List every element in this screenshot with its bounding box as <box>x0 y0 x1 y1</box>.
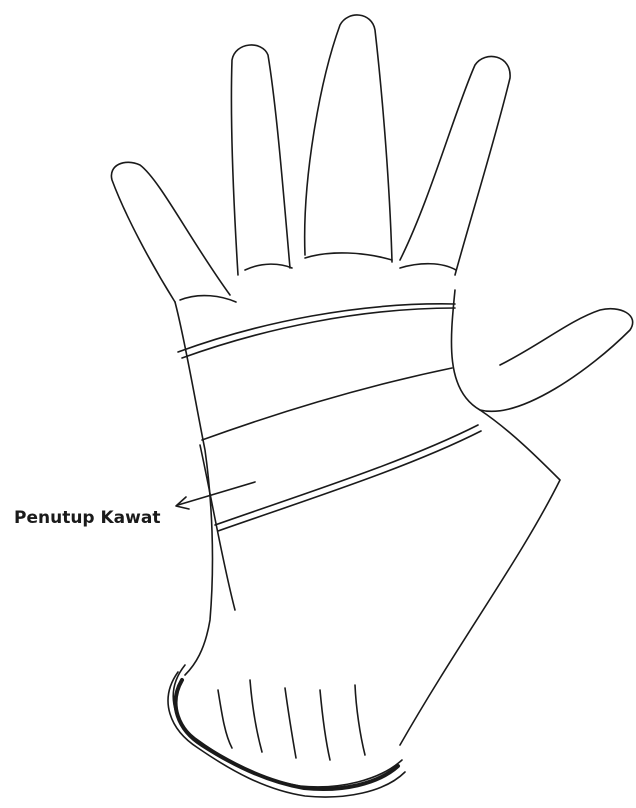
palm-right-edge <box>400 410 560 745</box>
thumb <box>451 290 632 411</box>
cuff-rim-outer <box>173 665 402 787</box>
index-finger <box>400 56 510 275</box>
cuff-gather-1 <box>218 690 232 748</box>
wire-cover-lower-2 <box>218 431 481 531</box>
knuckle-crease-4 <box>400 264 456 270</box>
wire-cover-lower-1 <box>215 425 478 525</box>
ring-finger <box>231 45 290 275</box>
cuff-gather-2 <box>250 680 262 752</box>
knuckle-crease-2 <box>245 264 292 270</box>
palm-left-edge <box>175 302 212 675</box>
wire-cover-label: Penutup Kawat <box>14 508 160 528</box>
cuff-gather-4 <box>320 690 330 760</box>
callout-arrow-line <box>178 482 255 505</box>
knuckle-crease-3 <box>305 253 392 260</box>
little-finger <box>111 162 230 302</box>
cuff-gather-3 <box>285 688 296 758</box>
middle-finger <box>305 15 392 262</box>
wire-cover-middle <box>202 368 452 440</box>
knuckle-crease-1 <box>180 296 236 302</box>
cuff-gather-5 <box>355 685 365 755</box>
